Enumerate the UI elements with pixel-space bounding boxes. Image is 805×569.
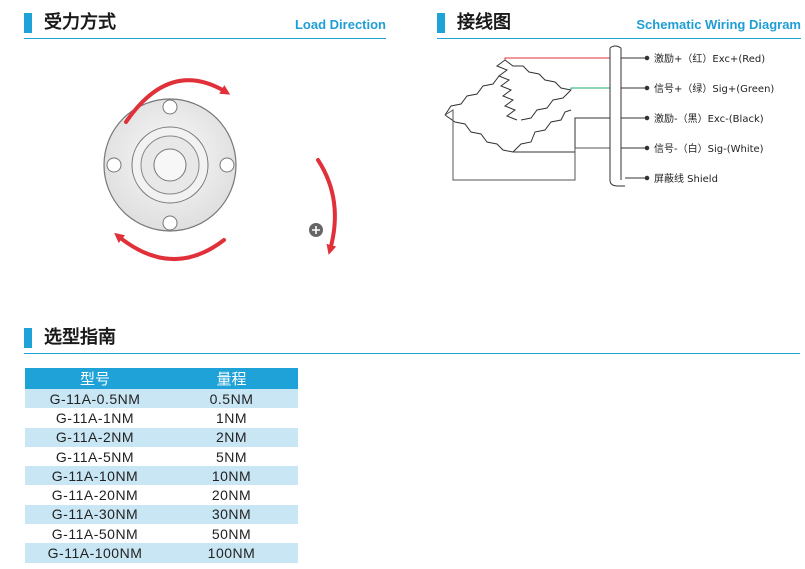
wiring-title-cn: 接线图 [457,12,511,33]
range-cell: 1NM [215,409,248,426]
model-cell: G-11A-2NM [25,427,165,447]
section-marker [24,328,32,348]
model-cell: G-11A-5NM [55,448,135,465]
wire-label-sig-minus: 信号-（白）Sig-(White) [654,142,764,155]
column-header-model: 型号 [25,368,165,389]
table-row: G-11A-50NM 50NM [25,524,298,543]
table-row: G-11A-100NM 100NM [25,543,298,563]
model-cell: G-11A-20NM [51,487,139,504]
model-cell: G-11A-50NM [51,525,139,542]
table-row: G-11A-0.5NM 0.5NM [25,389,298,409]
selection-guide-title: 选型指南 [44,327,116,348]
range-cell: 10NM [165,466,298,486]
table-row: G-11A-30NM 30NM [25,504,298,525]
cable-sheath [609,45,625,187]
model-cell: G-11A-0.5NM [25,389,165,409]
model-selection-table: 型号 量程 G-11A-0.5NM 0.5NM G-11A-1NM 1NM G-… [25,368,298,563]
load-direction-header: 受力方式 Load Direction [24,11,386,39]
circular-arrow-icon [114,78,337,261]
section-underline [437,38,801,39]
load-direction-title-en: Load Direction [294,17,386,32]
range-cell: 5NM [215,448,248,465]
section-marker [24,13,32,33]
load-direction-title-cn: 受力方式 [44,12,116,33]
table-header-row: 型号 量程 [25,368,298,389]
sensor-flange [103,98,237,232]
wire-label-sig-plus: 信号+（绿）Sig+(Green) [654,82,774,95]
column-header-range: 量程 [165,368,298,389]
section-underline [24,38,386,39]
range-cell: 0.5NM [165,389,298,409]
wires [444,57,610,181]
table-row: G-11A-20NM 20NM [25,485,298,504]
load-direction-illustration [103,78,337,261]
section-underline [24,353,800,354]
model-cell: G-11A-1NM [55,409,135,426]
selection-guide-header: 选型指南 [24,326,800,354]
wire-labels: 激励+（红）Exc+(Red) 信号+（绿）Sig+(Green) 激励-（黑）… [654,52,774,185]
wheatstone-bridge [444,59,572,153]
wire-label-exc-plus: 激励+（红）Exc+(Red) [654,52,765,65]
wire-label-shield: 屏蔽线 Shield [654,172,718,185]
model-cell: G-11A-100NM [25,543,165,563]
wiring-diagram: 激励+（红）Exc+(Red) 信号+（绿）Sig+(Green) 激励-（黑）… [444,45,774,187]
wiring-title-en: Schematic Wiring Diagram [636,17,801,32]
wire-label-exc-minus: 激励-（黑）Exc-(Black) [654,112,764,125]
table-row: G-11A-1NM 1NM [25,408,298,427]
model-cell: G-11A-10NM [25,466,165,486]
range-cell: 2NM [165,427,298,447]
range-cell: 20NM [211,487,252,504]
wire-leaders [621,55,650,181]
range-cell: 30NM [165,504,298,525]
table-row: G-11A-2NM 2NM [25,427,298,447]
range-cell: 100NM [165,543,298,563]
table-row: G-11A-10NM 10NM [25,466,298,486]
wiring-header: 接线图 Schematic Wiring Diagram [437,11,801,39]
section-marker [437,13,445,33]
model-cell: G-11A-30NM [25,504,165,525]
range-cell: 50NM [211,525,252,542]
plus-circle-icon [309,223,323,237]
table-row: G-11A-5NM 5NM [25,447,298,466]
